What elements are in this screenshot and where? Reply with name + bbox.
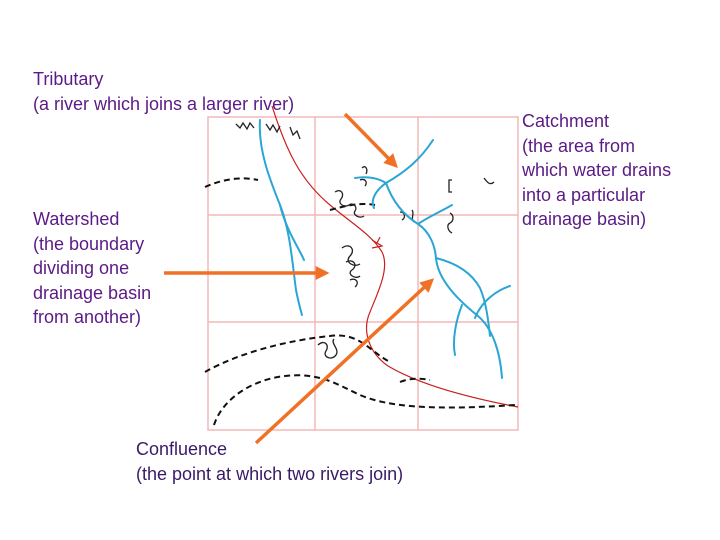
tributary-label: Tributary (a river which joins a larger … [33, 67, 294, 116]
catchment-title: Catchment [522, 111, 610, 131]
tributary-description: (a river which joins a larger river) [33, 93, 295, 114]
watershed-title: Watershed [33, 209, 120, 229]
catchment-description-line: into a particular [522, 184, 646, 205]
catchment-description-line: drainage basin) [522, 209, 647, 229]
tributary-title: Tributary [33, 69, 104, 89]
rivers [258, 119, 511, 379]
catchment-label: Catchment (the area from which water dra… [522, 109, 671, 232]
watershed-label: Watershed (the boundary dividing one dra… [33, 207, 151, 330]
main-river [385, 182, 503, 379]
arrow-icon [343, 112, 398, 168]
annotation-arrows [164, 112, 435, 445]
confluence-description: (the point at which two rivers join) [136, 463, 404, 484]
watershed-lines [204, 177, 516, 426]
watershed-description-line: drainage basin [33, 282, 152, 303]
catchment-description-line: (the area from [522, 135, 636, 156]
catchment-description-line: which water drains [522, 160, 672, 180]
watershed-description-line: dividing one [33, 258, 130, 278]
watershed-description-line: (the boundary [33, 233, 145, 254]
flow-marks [371, 236, 384, 249]
watershed-description-line: from another) [33, 307, 142, 327]
confluence-label: Confluence (the point at which two river… [136, 437, 403, 486]
catchment-outline [271, 105, 519, 408]
confluence-title: Confluence [136, 439, 228, 459]
arrow-icon [254, 278, 435, 445]
